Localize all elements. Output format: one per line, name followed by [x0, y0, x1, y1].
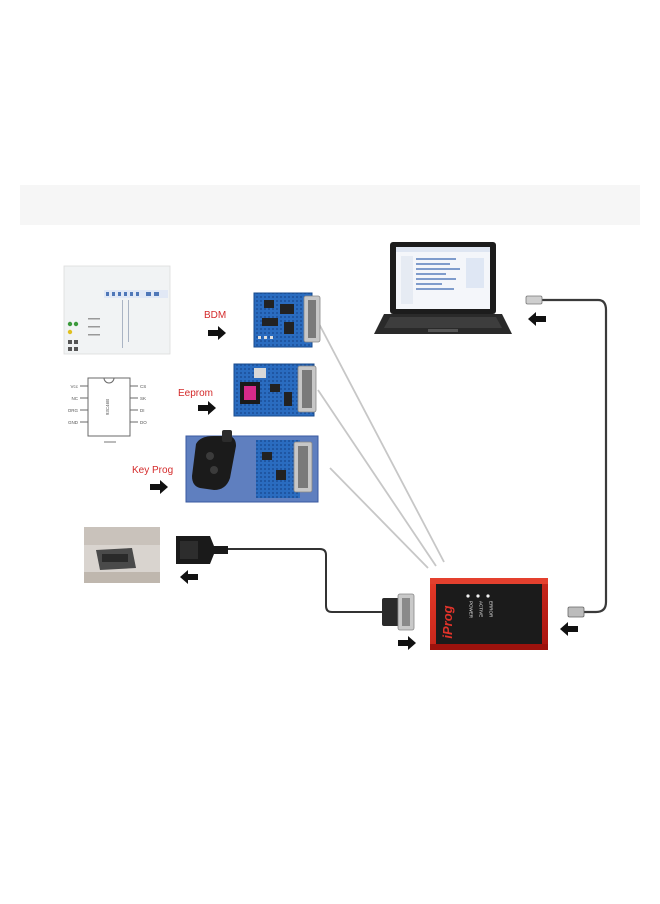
chip-pin-label: Vcc [70, 384, 78, 389]
obd-connector-plug [176, 536, 228, 564]
device-led-indicator [486, 594, 490, 598]
bdm-label: BDM [204, 310, 226, 321]
device-led-label: ACTIVE [479, 601, 484, 617]
device-brand-text: iProg [440, 605, 455, 638]
usb-plug-laptop [525, 295, 543, 305]
keyprog-label: Key Prog [132, 465, 173, 476]
device-usb-arrow-icon [560, 622, 578, 636]
device-led-label: POWER [469, 601, 474, 619]
chip-pin-label: GND [68, 420, 79, 425]
chip-pin-label: SK [140, 396, 146, 401]
eeprom-adapter-board [233, 363, 317, 417]
laptop [374, 242, 512, 334]
pinout-screenshot-thumbnail [63, 265, 171, 355]
device-led-indicator [476, 594, 480, 598]
usb-plug-device [567, 606, 585, 618]
device-db25-arrow-icon [398, 636, 416, 650]
car-obd-port-photo [84, 527, 160, 583]
obd-arrow-icon [180, 570, 198, 584]
car-key-fob [192, 436, 236, 490]
keyprog-adapter-board [185, 430, 319, 503]
eeprom-arrow-icon [198, 401, 216, 415]
usb-cable [540, 298, 608, 614]
chip-pin-label: ORG [68, 408, 79, 413]
chip-pin-label: DI [140, 408, 145, 413]
eeprom-label: Eeprom [178, 388, 213, 399]
keyprog-link-line [329, 467, 429, 569]
bdm-link-line [315, 317, 445, 563]
db25-cable-plug [382, 593, 415, 631]
laptop-arrow-icon [528, 312, 546, 326]
chip-pin-label: CS [140, 384, 146, 389]
obd-cable [228, 548, 384, 613]
chip-pin-label: NC [72, 396, 79, 401]
device-led-label: ERROR [489, 601, 494, 618]
faint-watermark [20, 185, 640, 225]
eeprom-link-line [317, 389, 437, 567]
iprog-programmer-device: iProg POWER ACTIVE ERROR [430, 578, 548, 650]
keyprog-arrow-icon [150, 480, 168, 494]
bdm-adapter-board [253, 292, 321, 348]
bdm-arrow-icon [208, 326, 226, 340]
chip-pin-label: DO [140, 420, 147, 425]
device-led-indicator [466, 594, 470, 598]
chip-marking-text: 93C46B [105, 399, 110, 415]
